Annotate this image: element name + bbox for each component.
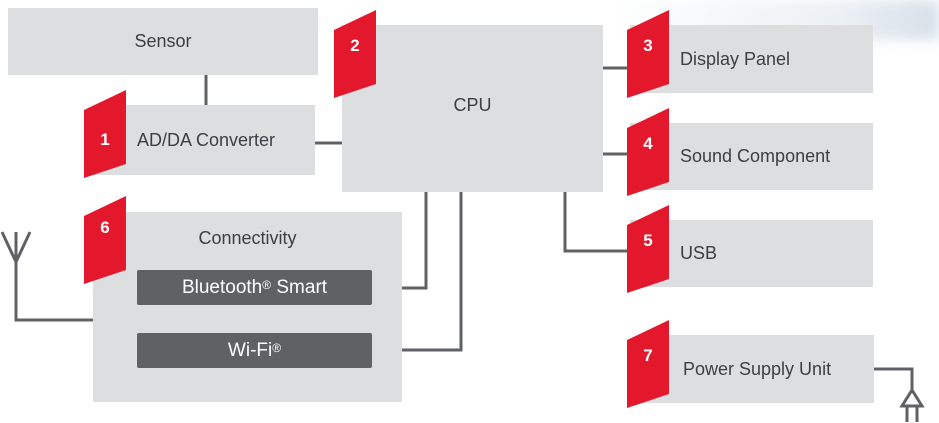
power-supply-block: Power Supply Unit bbox=[638, 335, 874, 403]
wire-cpu-usb bbox=[563, 192, 630, 253]
badge-3-number: 3 bbox=[643, 36, 653, 55]
power-plug-icon bbox=[899, 388, 925, 422]
badge-4-shape bbox=[627, 108, 669, 196]
badge-6: 6 bbox=[84, 196, 130, 284]
badge-2-shape bbox=[334, 10, 376, 98]
bluetooth-suffix: Smart bbox=[271, 276, 328, 298]
sound-label: Sound Component bbox=[680, 146, 831, 166]
wire-power-plug bbox=[874, 367, 914, 392]
sensor-label: Sensor bbox=[134, 31, 192, 51]
display-label: Display Panel bbox=[680, 48, 791, 69]
converter-block: AD/DA Converter bbox=[93, 105, 315, 175]
converter-label: AD/DA Converter bbox=[137, 129, 276, 150]
bluetooth-label: Bluetooth bbox=[181, 276, 263, 298]
sound-block: Sound Component bbox=[630, 123, 873, 190]
badge-2: 2 bbox=[334, 10, 380, 98]
sensor-block: Sensor bbox=[8, 8, 318, 75]
badge-1-number: 1 bbox=[100, 130, 110, 149]
display-block: Display Panel bbox=[630, 25, 873, 93]
badge-7-number: 7 bbox=[643, 346, 653, 365]
cpu-block: CPU bbox=[342, 25, 603, 192]
badge-6-number: 6 bbox=[100, 218, 110, 237]
badge-3-shape bbox=[627, 10, 669, 98]
wifi-block: Wi-Fi® bbox=[137, 333, 372, 368]
bluetooth-registered-mark: ® bbox=[262, 277, 272, 292]
wifi-registered-mark: ® bbox=[272, 340, 282, 355]
usb-block: USB bbox=[630, 220, 873, 287]
connectivity-block: Connectivity bbox=[93, 212, 402, 402]
badge-5: 5 bbox=[627, 205, 673, 293]
badge-6-shape bbox=[84, 196, 126, 284]
badge-7-shape bbox=[627, 320, 669, 408]
badge-1: 1 bbox=[84, 90, 130, 178]
badge-5-number: 5 bbox=[643, 231, 653, 250]
badge-3: 3 bbox=[627, 10, 673, 98]
connectivity-label: Connectivity bbox=[198, 228, 297, 248]
badge-5-shape bbox=[627, 205, 669, 293]
badge-4-number: 4 bbox=[643, 134, 653, 153]
badge-7: 7 bbox=[627, 320, 673, 408]
badge-2-number: 2 bbox=[350, 36, 360, 55]
cpu-label: CPU bbox=[453, 95, 492, 115]
antenna-icon bbox=[0, 231, 32, 266]
wifi-label: Wi-Fi bbox=[227, 339, 273, 361]
bluetooth-smart-block: Bluetooth® Smart bbox=[137, 270, 372, 305]
badge-4: 4 bbox=[627, 108, 673, 196]
usb-label: USB bbox=[680, 243, 718, 263]
badge-1-shape bbox=[84, 90, 126, 178]
power-label: Power Supply Unit bbox=[683, 358, 832, 379]
